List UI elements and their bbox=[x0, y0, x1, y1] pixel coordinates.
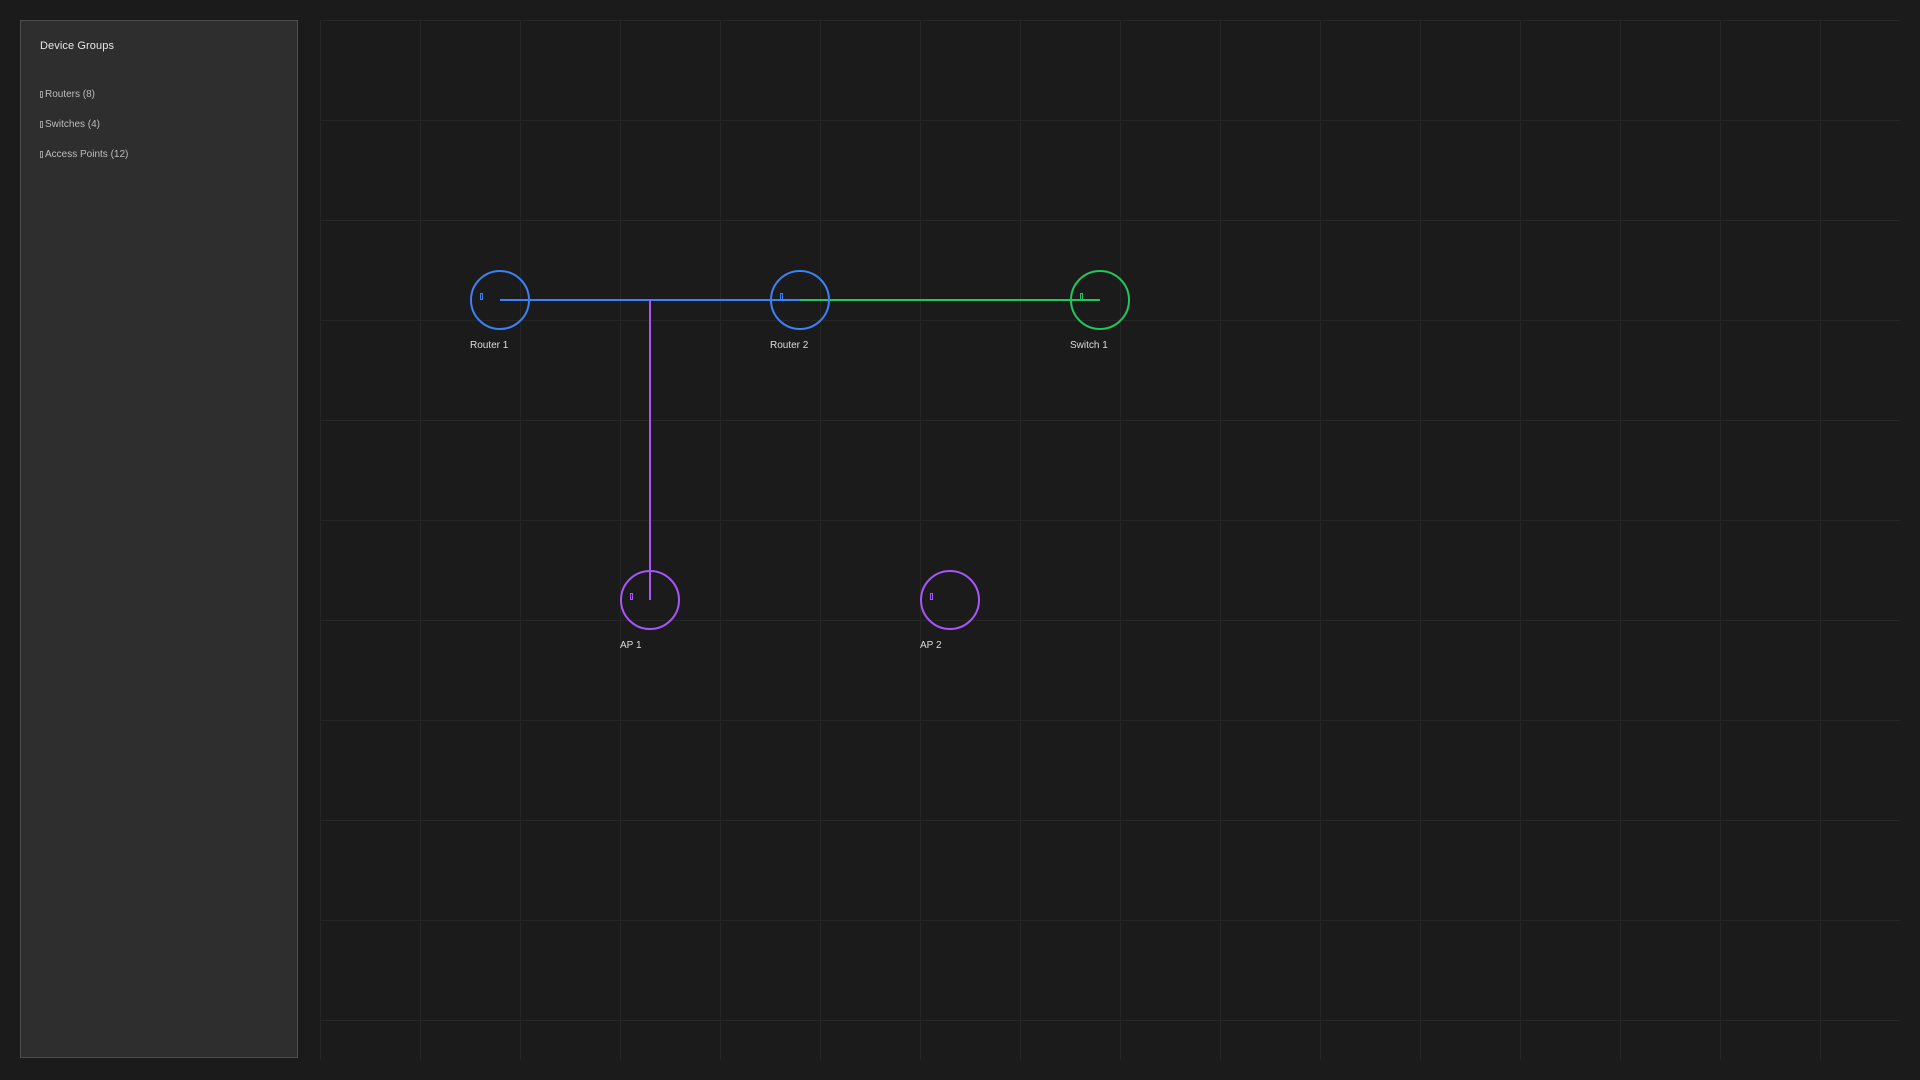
access-point-icon bbox=[630, 593, 633, 600]
device-group-label: Routers (8) bbox=[45, 88, 96, 100]
node-ring bbox=[470, 270, 530, 330]
device-group-label: Switches (4) bbox=[45, 118, 101, 130]
node-ap-2[interactable]: AP 2 bbox=[920, 570, 980, 651]
node-ring bbox=[770, 270, 830, 330]
topology-canvas[interactable]: Router 1 Router 2 Switch 1 AP 1 AP 2 bbox=[320, 20, 1900, 1060]
node-router-1[interactable]: Router 1 bbox=[470, 270, 530, 351]
node-ring bbox=[620, 570, 680, 630]
topology-links-layer bbox=[500, 299, 1100, 600]
device-group-access-points[interactable]: Access Points (12) bbox=[40, 139, 128, 169]
node-label: AP 1 bbox=[620, 640, 642, 651]
node-label: AP 2 bbox=[920, 640, 942, 651]
device-group-routers[interactable]: Routers (8) bbox=[40, 79, 128, 109]
node-switch-1[interactable]: Switch 1 bbox=[1070, 270, 1130, 351]
node-ap-1[interactable]: AP 1 bbox=[620, 570, 680, 651]
device-group-switches[interactable]: Switches (4) bbox=[40, 109, 128, 139]
node-ring bbox=[1070, 270, 1130, 330]
router-icon bbox=[40, 90, 43, 98]
node-ring bbox=[920, 570, 980, 630]
device-group-list: Routers (8) Switches (4) Access Points (… bbox=[40, 79, 128, 169]
switch-icon bbox=[40, 120, 43, 128]
node-label: Switch 1 bbox=[1070, 340, 1108, 351]
node-router-2[interactable]: Router 2 bbox=[770, 270, 830, 351]
node-label: Router 2 bbox=[770, 340, 809, 351]
access-point-icon bbox=[930, 593, 933, 600]
router-icon bbox=[780, 293, 783, 300]
device-groups-panel: Device Groups Routers (8) Switches (4) A… bbox=[20, 20, 298, 1058]
router-icon bbox=[480, 293, 483, 300]
access-point-icon bbox=[40, 150, 43, 158]
switch-icon bbox=[1080, 293, 1083, 300]
device-group-label: Access Points (12) bbox=[45, 148, 129, 160]
node-label: Router 1 bbox=[470, 340, 509, 351]
sidebar-title: Device Groups bbox=[40, 40, 115, 52]
